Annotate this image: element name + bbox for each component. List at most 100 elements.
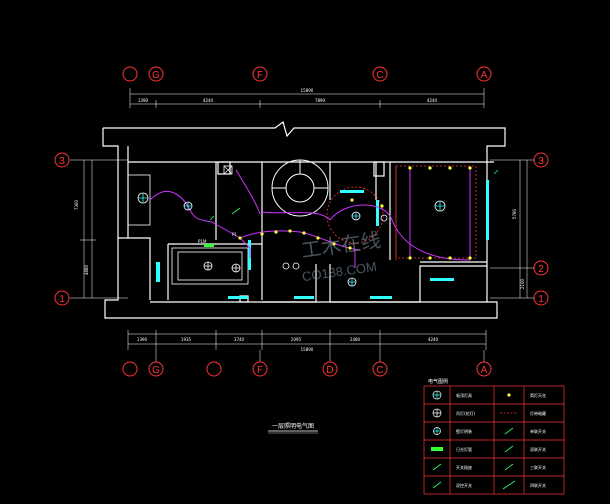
legend-label: 双控开关 xyxy=(456,482,472,488)
legend-row: 开关插座 三联开关 xyxy=(432,463,546,471)
switch-double-icon xyxy=(504,445,514,453)
spiral-stair xyxy=(271,159,329,217)
downlight-icon xyxy=(468,166,472,170)
panel-box-icon xyxy=(204,244,214,247)
right-axis-bubbles: 3 2 1 xyxy=(533,152,549,306)
right-dimension: 5780 xyxy=(512,208,517,219)
legend-title: 电气图例 xyxy=(428,378,448,385)
legend-row: 双控开关 四联开关 xyxy=(432,480,546,490)
fluorescent-icon xyxy=(430,278,454,281)
downlight-icon xyxy=(332,242,336,246)
bottom-total-dimension: 15890 xyxy=(301,347,314,352)
right-dimension: 2100 xyxy=(520,278,525,289)
fluorescent-icon xyxy=(294,296,314,299)
switch-icon xyxy=(209,215,215,221)
fluorescent-icon xyxy=(431,447,443,451)
downlight-icon xyxy=(448,256,452,260)
bottom-dimension: 2480 xyxy=(350,337,361,342)
top-dimension: 1390 xyxy=(138,98,149,103)
top-axis-bubble xyxy=(476,66,492,82)
fluorescent-icon xyxy=(228,296,248,299)
ceiling-lamps xyxy=(137,192,446,287)
ceiling-lamp-icon xyxy=(183,201,193,211)
ceiling-lamp-icon xyxy=(432,390,442,400)
drawing-title: 一层照明电气图 xyxy=(272,422,314,430)
left-axis-label: 1 xyxy=(59,294,65,305)
switch-icon xyxy=(493,169,499,175)
bottom-dimension: 1935 xyxy=(181,337,192,342)
right-dimension-lines xyxy=(490,159,534,299)
downlight-icon xyxy=(428,256,432,260)
wall-lamp-icon xyxy=(433,427,441,435)
fluorescent-icon xyxy=(486,180,489,240)
downlight-icon xyxy=(288,229,292,233)
switch-icon xyxy=(432,463,442,471)
switch-icon xyxy=(231,207,241,215)
downlight-icon xyxy=(380,204,384,208)
top-axis-bubble xyxy=(372,66,388,82)
switch-quad-icon xyxy=(502,480,516,490)
right-axis-label: 3 xyxy=(538,156,544,167)
downlight-icon xyxy=(274,230,278,234)
downlight-icon xyxy=(408,256,412,260)
wall-lamp-icon xyxy=(380,214,388,222)
left-dimension: 7360 xyxy=(74,199,79,210)
bottom-axis-label: F xyxy=(257,365,263,376)
downlight-icon xyxy=(468,256,472,260)
left-dimension: 4880 xyxy=(84,264,89,275)
panel-sub-label: P1 xyxy=(232,232,237,237)
legend-label: 开关插座 xyxy=(456,464,472,470)
top-axis-label: A xyxy=(481,70,488,81)
downlight-icon xyxy=(350,198,354,202)
bottom-axis-label: A xyxy=(481,365,488,376)
switch-single-icon xyxy=(504,427,514,435)
watermark-url: CO188.COM xyxy=(301,259,377,284)
fluorescent-icon xyxy=(376,200,379,226)
fluorescent-icon xyxy=(340,190,364,193)
top-axis-label: C xyxy=(376,70,383,81)
watermark: 工木在线 CO188.COM xyxy=(300,228,383,285)
bottom-axis-bubble xyxy=(372,361,388,377)
top-axis-label: G xyxy=(152,70,160,81)
downlight-icon xyxy=(507,393,511,397)
bottom-axis-bubbles: G F D C A xyxy=(122,361,492,377)
wall-lamp-icon xyxy=(351,211,361,221)
top-axis-bubble xyxy=(122,66,138,82)
ceiling-lamp-icon xyxy=(137,192,149,204)
top-axis-bubble xyxy=(252,66,268,82)
legend-label: 四联开关 xyxy=(530,482,546,488)
left-dimension-lines xyxy=(70,159,128,299)
downlight-icon xyxy=(448,166,452,170)
chandelier-icon xyxy=(432,408,442,418)
junction-box-icon xyxy=(223,165,233,175)
junction-box-cross xyxy=(223,165,233,175)
bottom-axis-bubble xyxy=(252,361,268,377)
ceiling-lamp-icon xyxy=(434,200,446,212)
bottom-dimension: 1390 xyxy=(137,337,148,342)
fluorescent-icon xyxy=(370,296,392,299)
left-axis-bubble xyxy=(54,152,70,168)
switch-dual-icon xyxy=(432,481,442,489)
wiring xyxy=(149,168,471,268)
bottom-axis-label: D xyxy=(326,365,333,376)
bottom-axis-bubble xyxy=(206,361,222,377)
storage-frames xyxy=(127,174,249,285)
watermark-text: 工木在线 xyxy=(300,228,383,263)
legend-row: 日光灯管 双联开关 xyxy=(431,445,546,453)
top-dimension: 4240 xyxy=(427,98,438,103)
chandelier-icon xyxy=(282,262,300,270)
downlight-icon xyxy=(302,231,306,235)
bottom-axis-bubble xyxy=(322,361,338,377)
legend-table xyxy=(423,385,565,495)
bottom-dimension: 4240 xyxy=(428,337,439,342)
bottom-axis-bubble xyxy=(122,361,138,377)
legend-row: 壁灯明装 单联开关 xyxy=(433,427,546,435)
bottom-axis-label: G xyxy=(152,365,160,376)
chandelier-icon xyxy=(203,261,213,271)
top-axis-bubbles: G F C A xyxy=(122,66,492,82)
legend-label: 单联开关 xyxy=(530,428,546,434)
top-dimension: 4240 xyxy=(203,98,214,103)
left-axis-bubble xyxy=(54,290,70,306)
panel-label: P1M xyxy=(198,239,207,244)
